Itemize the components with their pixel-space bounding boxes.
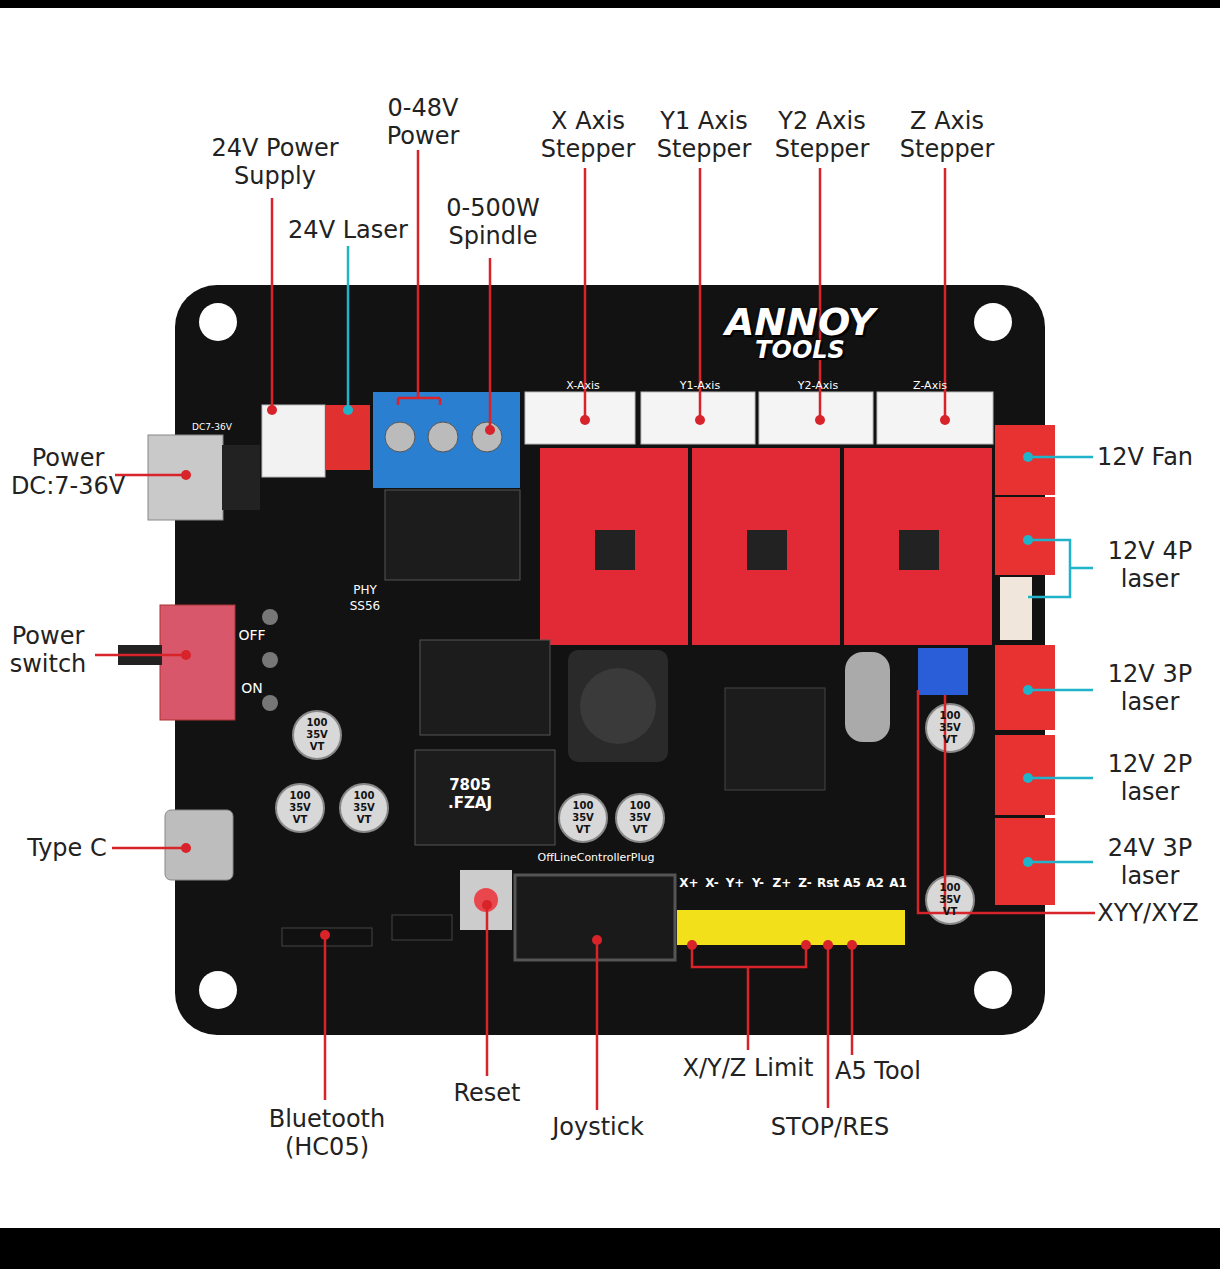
callout-label: Type C [27, 834, 107, 862]
callout-label: Y1 Axis Stepper [634, 107, 774, 164]
silkscreen-text: OffLineControllerPlug [538, 852, 655, 865]
callout-label: X/Y/Z Limit [683, 1054, 814, 1082]
callout-label: 24V Laser [288, 216, 408, 244]
pin-name: X- [705, 876, 718, 890]
callout-label: 12V 4P laser [1095, 537, 1205, 594]
pin-name: Y+ [726, 876, 745, 890]
callout-label: A5 Tool [835, 1057, 921, 1085]
component-marking: 7805 .FZAJ [440, 777, 500, 812]
callout-label: Joystick [552, 1113, 644, 1141]
silkscreen-text: Y2-Axis [798, 380, 838, 393]
pin-name: A1 [889, 876, 907, 890]
pin-name: Rst [817, 876, 839, 890]
callout-label: 0-48V Power [368, 94, 478, 151]
pin-name: Z- [798, 876, 811, 890]
capacitor-marking: 100 35V VT [283, 790, 317, 825]
callout-label: 0-500W Spindle [423, 194, 563, 251]
pin-name: Y- [752, 876, 764, 890]
capacitor-marking: 100 35V VT [623, 800, 657, 835]
silkscreen-text: DC7-36V [192, 422, 232, 433]
capacitor-marking: 100 35V VT [933, 882, 967, 917]
callout-label: Power switch [0, 622, 98, 679]
callout-label: 12V 2P laser [1095, 750, 1205, 807]
callout-label: 24V 3P laser [1095, 834, 1205, 891]
callout-label: STOP/RES [771, 1113, 889, 1141]
capacitor-marking: 100 35V VT [566, 800, 600, 835]
component-marking: SS56 [350, 599, 381, 613]
callout-label: Bluetooth (HC05) [262, 1105, 392, 1162]
callout-label: 12V Fan [1097, 443, 1193, 471]
callout-label: 24V Power Supply [195, 134, 355, 191]
capacitor-marking: 100 35V VT [933, 710, 967, 745]
component-marking: PHY [353, 583, 377, 597]
callout-label: X Axis Stepper [518, 107, 658, 164]
capacitor-marking: 100 35V VT [300, 717, 334, 752]
callout-label: 12V 3P laser [1095, 660, 1205, 717]
silkscreen-text: Z-Axis [913, 380, 947, 393]
callout-label: Reset [453, 1079, 520, 1107]
silkscreen-text: X-Axis [566, 380, 600, 393]
callout-label: Y2 Axis Stepper [752, 107, 892, 164]
brand-logo: TOOLS [755, 336, 845, 364]
callout-label: Power DC:7-36V [6, 444, 131, 501]
pin-name: A2 [866, 876, 884, 890]
silkscreen-text: ON [241, 680, 263, 697]
pin-name: A5 [843, 876, 861, 890]
callout-label: Z Axis Stepper [877, 107, 1017, 164]
capacitor-marking: 100 35V VT [347, 790, 381, 825]
pin-name: X+ [679, 876, 698, 890]
silkscreen-text: OFF [238, 627, 265, 644]
pin-name: Z+ [773, 876, 792, 890]
silkscreen-text: Y1-Axis [680, 380, 720, 393]
callout-label: XYY/XYZ [1097, 899, 1198, 927]
